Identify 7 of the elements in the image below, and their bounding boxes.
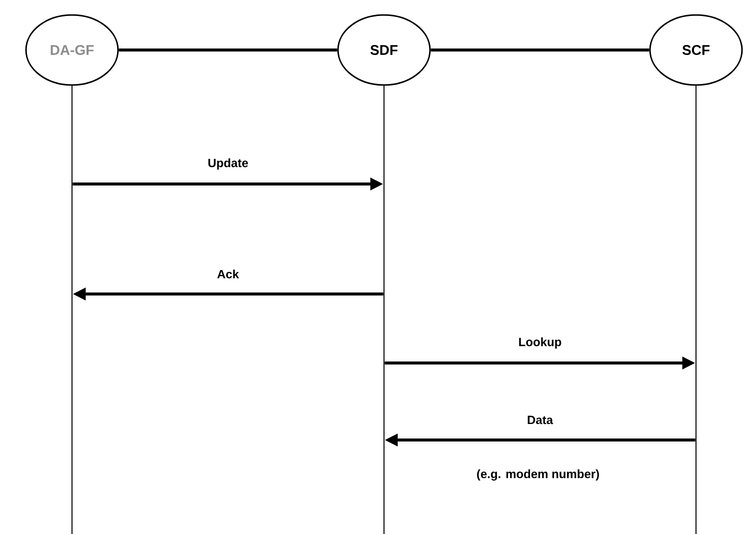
note-text: (e.g. modem number) [477,469,599,481]
edge-label: Ack [217,270,240,278]
edge-label: Update [208,158,248,170]
edge-label: Data [528,416,554,424]
edge-label: Lookup [519,337,562,349]
connector-line [430,48,650,52]
connector-line [118,48,338,52]
